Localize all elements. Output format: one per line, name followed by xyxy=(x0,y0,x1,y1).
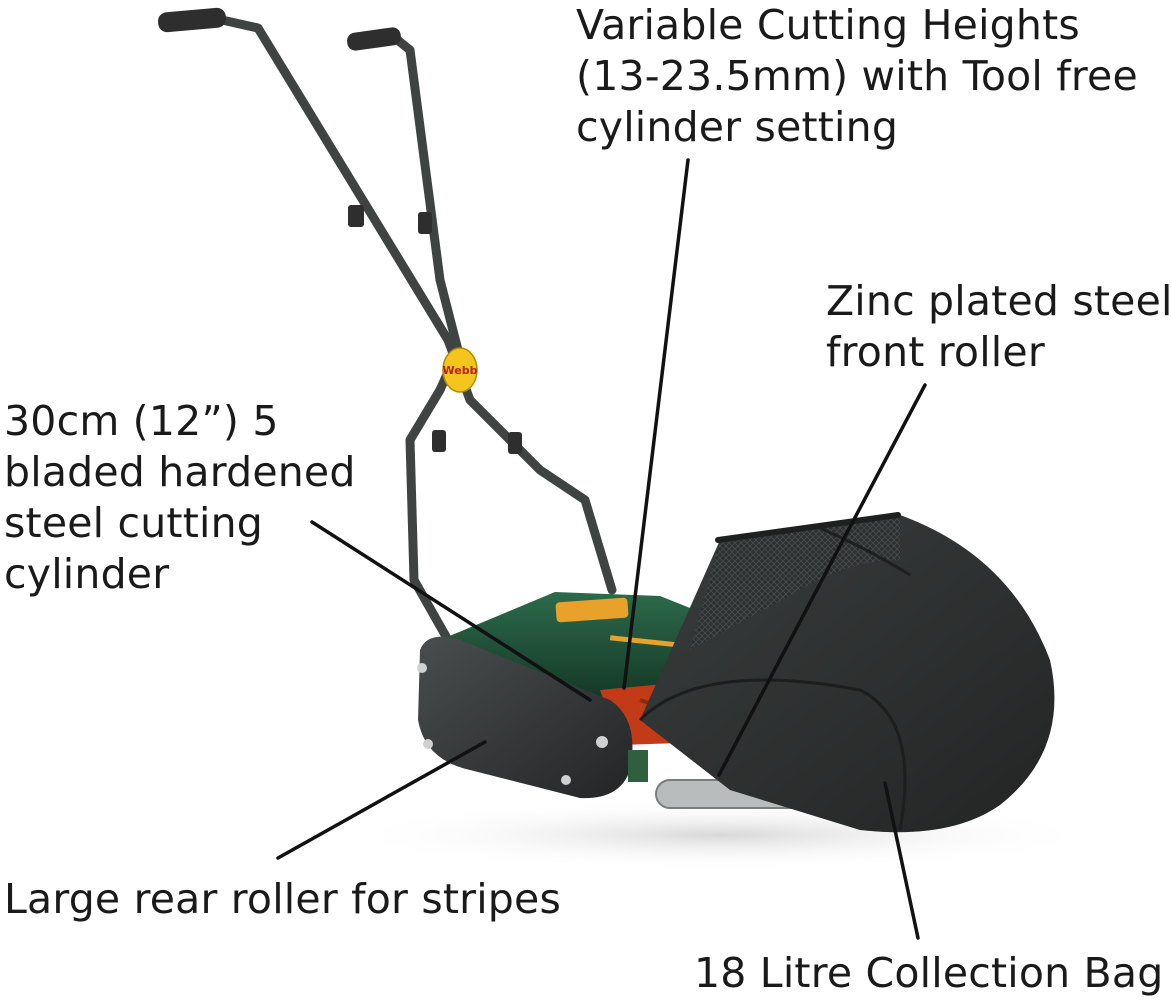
handle-clip xyxy=(432,430,446,452)
callout-line-text: steel cutting xyxy=(4,499,263,547)
side-plate xyxy=(418,636,633,799)
callout-line-text: cylinder setting xyxy=(576,103,899,151)
callout-line-text: cylinder xyxy=(4,550,170,598)
callout-rear-roller: Large rear roller for stripes xyxy=(4,874,561,925)
callout-collection-bag: 18 Litre Collection Bag xyxy=(694,948,1163,999)
handle-clip xyxy=(348,205,364,227)
collection-bag xyxy=(638,512,1055,833)
callout-line-front-roller xyxy=(717,383,927,777)
mower-deck xyxy=(440,592,720,700)
handle-clip xyxy=(508,432,522,454)
brand-badge: Webb xyxy=(442,347,478,393)
callout-line-rear-roller xyxy=(276,740,487,860)
callout-line-text: 18 Litre Collection Bag xyxy=(694,949,1164,997)
callout-front-roller: Zinc plated steel front roller xyxy=(826,276,1172,378)
callout-line-text: Zinc plated steel xyxy=(826,277,1172,325)
right-grip xyxy=(347,27,401,51)
callout-line-text: Large rear roller for stripes xyxy=(4,875,562,923)
callout-line-cutting-heights xyxy=(622,158,690,690)
callout-cutting-heights: Variable Cutting Heights (13-23.5mm) wit… xyxy=(576,0,1138,153)
callout-line-text: front roller xyxy=(826,328,1045,376)
svg-text:Webb: Webb xyxy=(443,364,478,377)
callout-line-text: bladed hardened xyxy=(4,448,356,496)
left-grip xyxy=(158,7,226,33)
callout-line-cylinder xyxy=(310,520,592,702)
callout-line-text: 30cm (12”) 5 xyxy=(4,397,279,445)
deck-decal xyxy=(555,597,629,623)
handle-clip xyxy=(418,212,432,234)
callout-cylinder: 30cm (12”) 5 bladed hardened steel cutti… xyxy=(4,396,356,600)
callout-line-text: Variable Cutting Heights xyxy=(576,1,1080,49)
callout-line-collection-bag xyxy=(883,781,920,940)
callout-line-text: (13-23.5mm) with Tool free xyxy=(576,52,1138,100)
